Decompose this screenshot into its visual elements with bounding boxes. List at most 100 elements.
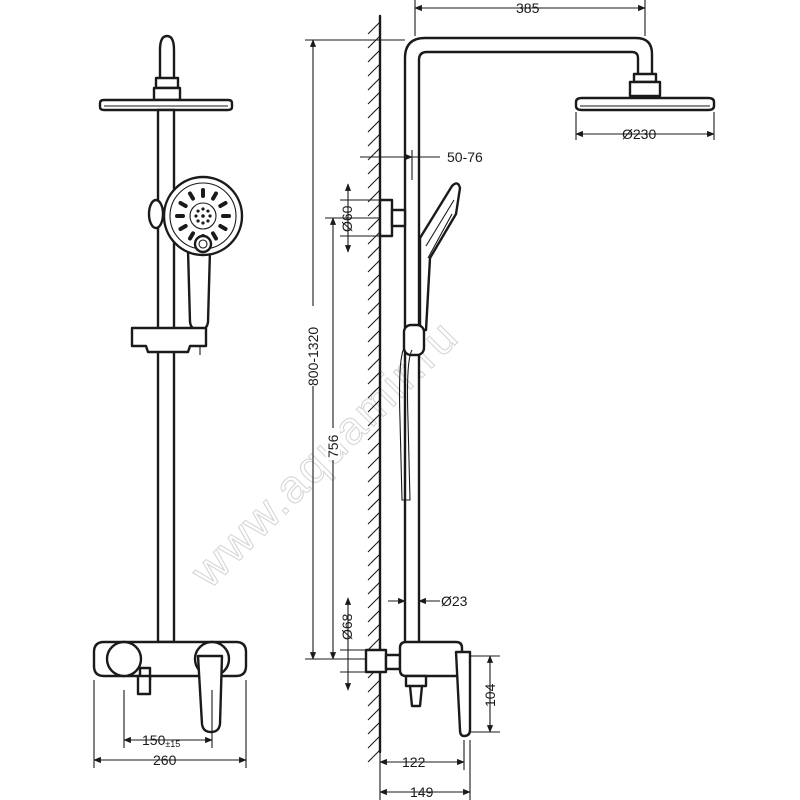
side-wall-bracket-flange	[378, 198, 394, 238]
spray-nozzle	[218, 224, 228, 231]
wall-hatch-line	[367, 161, 381, 175]
wall-hatch-line	[367, 567, 381, 581]
wall-hatch-line	[367, 343, 381, 357]
dim-pipe-diameter: Ø23	[441, 593, 468, 609]
wall-hatch-line	[367, 35, 381, 49]
wall-hatch-line	[367, 231, 381, 245]
wall-hatch-line	[367, 21, 381, 35]
wall-hatch-line	[367, 707, 381, 721]
spray-nozzle	[211, 191, 218, 201]
dim-arm-reach: 385	[516, 0, 540, 16]
wall-hatch-line	[367, 217, 381, 231]
front-view: 150±15 260	[92, 34, 248, 768]
spray-nozzle	[188, 191, 195, 201]
spray-nozzle-inner	[206, 219, 210, 223]
side-hose	[398, 347, 413, 501]
wall-hatch-line	[367, 147, 381, 161]
wall-hatch-line	[367, 63, 381, 77]
dim-pipe-height: 756	[325, 434, 341, 458]
wall-hatch-line	[367, 539, 381, 553]
dim-flange-diameter: Ø68	[339, 613, 355, 640]
wall-hatching	[367, 21, 381, 763]
wall-hatch-line	[367, 455, 381, 469]
wall-hatch-line	[367, 385, 381, 399]
wall-hatch-line	[367, 441, 381, 455]
wall-hatch-line	[367, 693, 381, 707]
side-slider	[402, 323, 426, 357]
spray-nozzle-inner	[201, 207, 205, 211]
spray-nozzle	[211, 231, 218, 241]
wall-hatch-line	[367, 371, 381, 385]
wall-hatch-line	[367, 105, 381, 119]
wall-hatch-line	[367, 525, 381, 539]
spray-nozzle	[178, 201, 188, 208]
wall-hatch-line	[367, 497, 381, 511]
dim-head-diameter: Ø230	[622, 126, 656, 142]
spray-nozzle-inner	[194, 214, 198, 218]
wall-hatch-line	[367, 637, 381, 651]
spray-nozzle	[175, 214, 185, 218]
wall-hatch-line	[367, 609, 381, 623]
svg-text:150±15: 150±15	[142, 732, 180, 749]
spray-nozzle-inner	[201, 221, 205, 225]
side-overhead-shower	[574, 96, 716, 112]
side-mixer	[364, 640, 472, 738]
front-handshower-head	[162, 175, 244, 257]
side-shower-arm	[403, 36, 654, 644]
dim-bracket-diameter: Ø60	[339, 205, 355, 232]
front-head-nut	[152, 86, 182, 102]
wall-hatch-line	[367, 511, 381, 525]
front-slider-bracket	[130, 326, 208, 354]
wall-hatch-line	[367, 595, 381, 609]
side-handshower	[418, 182, 462, 332]
wall-hatch-line	[367, 469, 381, 483]
wall-hatch-line	[367, 679, 381, 693]
wall-hatch-line	[367, 427, 381, 441]
wall-hatch-line	[367, 357, 381, 371]
wall-hatch-line	[367, 119, 381, 133]
wall-hatch-line	[367, 301, 381, 315]
wall-hatch-line	[367, 203, 381, 217]
dim-inlet-spacing: 150	[142, 732, 166, 748]
side-wall-bracket-arm	[390, 208, 407, 228]
wall-hatch-line	[367, 483, 381, 497]
wall-hatch-line	[367, 749, 381, 763]
spray-nozzle	[188, 231, 195, 241]
wall-hatch-line	[367, 133, 381, 147]
front-mixer	[92, 640, 248, 734]
wall-hatch-line	[367, 175, 381, 189]
wall-hatch-line	[367, 259, 381, 273]
wall-hatch-line	[367, 49, 381, 63]
wall-hatch-line	[367, 413, 381, 427]
dim-total-height: 800-1320	[305, 327, 321, 386]
wall-hatch-line	[367, 581, 381, 595]
wall-hatch-line	[367, 399, 381, 413]
wall-hatch-line	[367, 273, 381, 287]
spray-nozzle	[218, 201, 228, 208]
dim-mixer-width: 260	[153, 752, 177, 768]
wall-hatch-line	[367, 315, 381, 329]
wall-hatch-line	[367, 329, 381, 343]
front-overhead-shower	[98, 98, 234, 112]
wall-hatch-line	[367, 77, 381, 91]
wall-hatch-line	[367, 287, 381, 301]
wall-hatch-line	[367, 245, 381, 259]
front-head-connector	[154, 76, 180, 90]
spray-nozzle-inner	[208, 214, 212, 218]
front-wall-bracket	[147, 198, 165, 230]
front-shower-rail	[156, 108, 176, 644]
front-handshower-handle	[186, 248, 212, 332]
wall-hatch-line	[367, 721, 381, 735]
front-gooseneck	[158, 34, 176, 82]
wall-hatch-line	[367, 735, 381, 749]
front-mixer-lever	[196, 654, 224, 734]
wall-hatch-line	[367, 553, 381, 567]
spray-nozzle	[221, 214, 231, 218]
dim-lever-height: 104	[482, 683, 498, 707]
spray-nozzle-center	[201, 214, 205, 218]
spray-nozzle	[178, 224, 188, 231]
watermark-text: www.aquamir.ru	[180, 309, 469, 598]
dim-total-depth: 149	[410, 784, 434, 800]
wall-hatch-line	[367, 91, 381, 105]
